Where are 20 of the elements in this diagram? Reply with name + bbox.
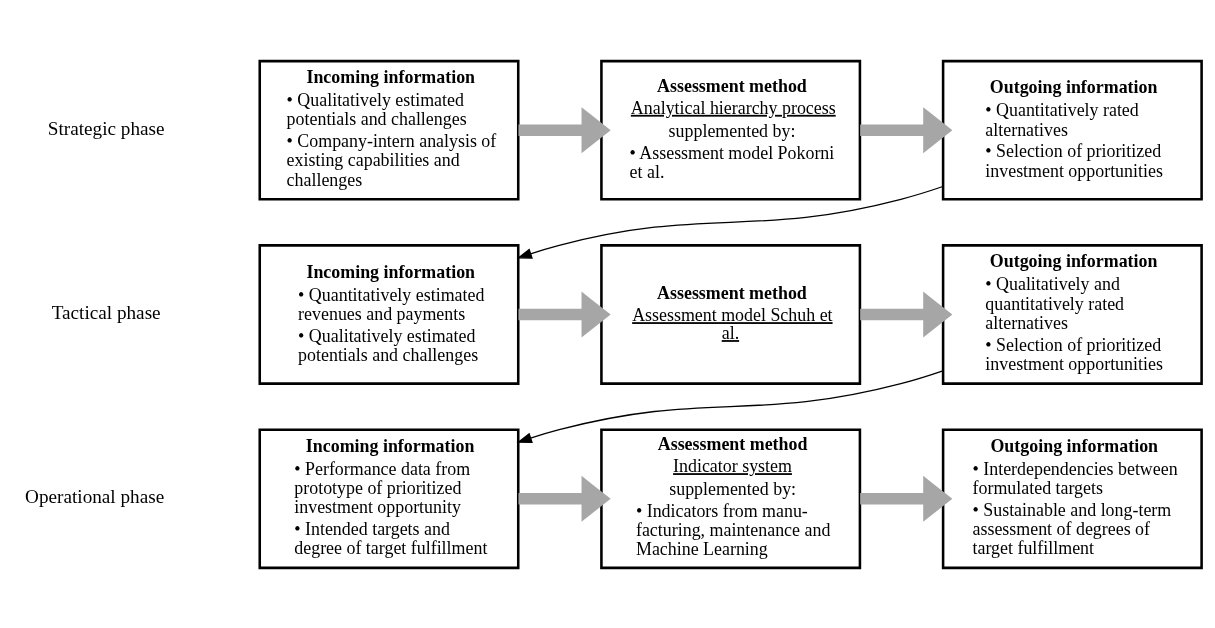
arrow [518,475,611,522]
node-box: Assessment method Assessment model Schuh et al. [600,243,862,385]
arrow [518,291,611,337]
node-box: Assessment method Indicator system supplemented by: • Indicators from manu-facturing, maintenance and Machine Learning [600,427,862,569]
node-box: Assessment method Analytical hierarchy process supplemented by: • Assessment model Pokorni et al. [600,59,862,201]
node-box: Outgoing information • Interdependencies between formulated targets • Sustainable and long-term assessment of degrees of target fulfillment [941,427,1203,569]
label: Tactical phase [51,301,161,323]
node-box: Outgoing information • Qualitatively and quantitatively rated alternatives • Selection of prioritized investment opportunities [941,243,1203,385]
node-box: Incoming information • Qualitatively estimated potentials and challenges • Company-intern analysis of existing capabilities and challenges [258,59,520,201]
node-box: Outgoing information • Quantitatively rated alternatives • Selection of prioritized investment opportunities [941,59,1203,201]
arrow [860,291,953,337]
arrow [860,106,953,153]
label: Strategic phase [47,117,165,139]
label: Operational phase [25,485,165,507]
node-box: Incoming information • Quantitatively estimated revenues and payments • Qualitatively estimated potentials and challenges [258,243,520,385]
node-box: Incoming information • Performance data from prototype of prioritized investment opportunity • Intended targets and degree of target fulfillment [258,427,520,569]
arrow [518,106,611,153]
arrow [516,185,944,259]
arrow [516,369,944,443]
arrow [860,475,953,522]
